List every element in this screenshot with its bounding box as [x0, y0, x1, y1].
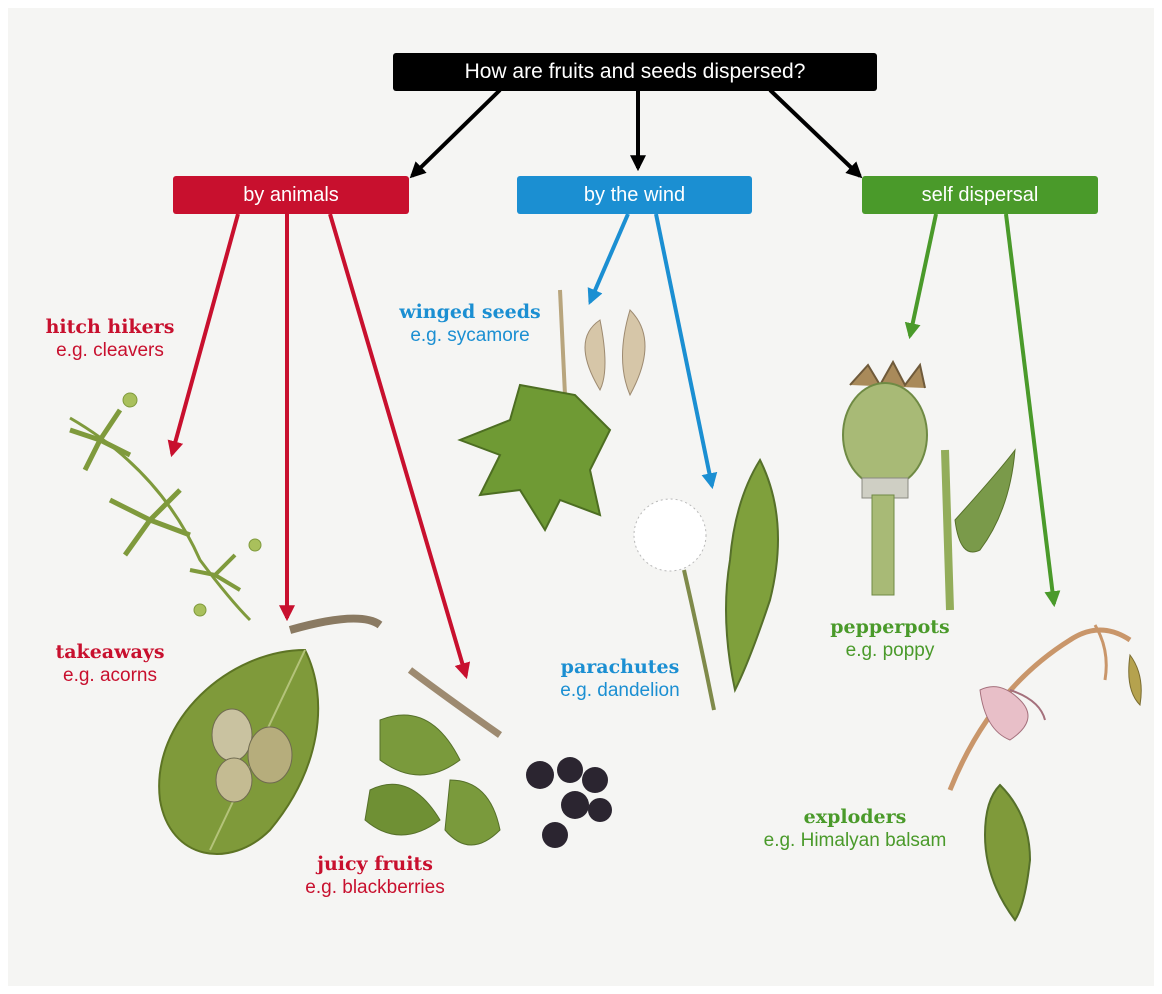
label-exploders: exploders e.g. Himalyan balsam [725, 805, 985, 853]
title-box: How are fruits and seeds dispersed? [393, 53, 877, 91]
label-takeaways-example: e.g. acorns [30, 664, 190, 688]
label-hitch-hikers-name: hitch hikers [30, 315, 190, 339]
arrow-to-juicy-fruits [330, 214, 466, 676]
poppy-illustration [843, 362, 1015, 610]
label-hitch-hikers-example: e.g. cleavers [30, 339, 190, 363]
label-pepperpots: pepperpots e.g. poppy [810, 615, 970, 663]
acorns-illustration [159, 619, 380, 854]
category-box-self: self dispersal [862, 176, 1098, 214]
balsam-illustration [950, 625, 1141, 920]
label-winged-seeds-example: e.g. sycamore [380, 324, 560, 348]
label-parachutes-example: e.g. dandelion [525, 679, 715, 703]
label-juicy-fruits-name: juicy fruits [260, 852, 490, 876]
arrow-to-parachutes [656, 214, 712, 486]
label-exploders-example: e.g. Himalyan balsam [725, 829, 985, 853]
label-takeaways: takeaways e.g. acorns [30, 640, 190, 688]
label-exploders-name: exploders [725, 805, 985, 829]
label-parachutes: parachutes e.g. dandelion [525, 655, 715, 703]
category-box-animals: by animals [173, 176, 409, 214]
cleavers-illustration [70, 393, 261, 620]
category-label-self: self dispersal [922, 184, 1039, 207]
label-pepperpots-example: e.g. poppy [810, 639, 970, 663]
label-juicy-fruits-example: e.g. blackberries [260, 876, 490, 900]
label-takeaways-name: takeaways [30, 640, 190, 664]
label-parachutes-name: parachutes [525, 655, 715, 679]
arrow-to-exploders [1006, 214, 1054, 604]
category-label-wind: by the wind [584, 184, 685, 207]
label-pepperpots-name: pepperpots [810, 615, 970, 639]
label-hitch-hikers: hitch hikers e.g. cleavers [30, 315, 190, 363]
label-winged-seeds: winged seeds e.g. sycamore [380, 300, 560, 348]
label-juicy-fruits: juicy fruits e.g. blackberries [260, 852, 490, 900]
label-winged-seeds-name: winged seeds [380, 300, 560, 324]
title-text: How are fruits and seeds dispersed? [465, 60, 806, 84]
arrow-title-to-animals [412, 90, 500, 176]
arrow-to-winged-seeds [590, 214, 628, 302]
arrow-to-pepperpots [910, 214, 936, 336]
arrow-title-to-self [770, 90, 860, 176]
category-label-animals: by animals [243, 184, 339, 207]
category-box-wind: by the wind [517, 176, 752, 214]
